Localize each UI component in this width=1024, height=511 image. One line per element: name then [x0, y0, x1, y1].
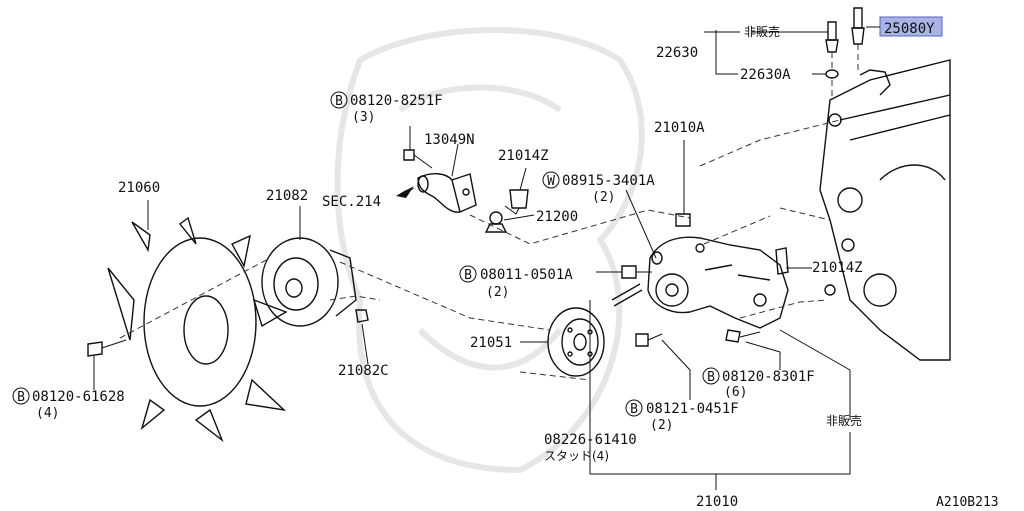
label-sec214[interactable]: SEC.214 [322, 194, 381, 210]
sensor-25080y [851, 7, 943, 70]
label-21014z-top[interactable]: 21014Z [498, 148, 549, 164]
label-not-sold-right: 非販売 [826, 413, 862, 428]
label-21082c[interactable]: 21082C [338, 363, 389, 379]
relation-lines [119, 119, 841, 381]
label-08011-0501a[interactable]: 08011-0501A [480, 267, 573, 283]
badge-b-5: B [630, 402, 638, 417]
label-08120-61628[interactable]: 08120-61628 [32, 389, 125, 405]
sensor-21014z-top [504, 189, 529, 215]
bolt-08120-8301f [725, 329, 761, 343]
water-pump-21010 [647, 236, 789, 329]
badge-b-2: B [464, 268, 472, 283]
label-stud-qty: スタッド(4) [544, 449, 609, 463]
label-08121-0451f-qty: (2) [650, 418, 673, 433]
label-08120-8301f-qty: (6) [724, 385, 747, 400]
badge-b-1: B [335, 94, 343, 109]
badge-b-4: B [707, 370, 715, 385]
label-08120-8251f-qty: (3) [352, 110, 375, 125]
engine-block [819, 59, 951, 361]
label-21060[interactable]: 21060 [118, 180, 160, 196]
bolt-08120-8251f [403, 149, 433, 169]
label-08915-3401a[interactable]: 08915-3401A [562, 173, 655, 189]
leader-lines [93, 26, 880, 490]
fan-21060 [107, 216, 288, 443]
badges [12, 91, 720, 417]
label-08915-3401a-qty: (2) [592, 190, 615, 205]
thermostat-21200 [484, 211, 508, 233]
label-08011-0501a-qty: (2) [486, 285, 509, 300]
label-21051[interactable]: 21051 [470, 335, 512, 351]
label-21014z-right[interactable]: 21014Z [812, 260, 863, 276]
label-21082[interactable]: 21082 [266, 188, 308, 204]
thermostat-housing-13049n [417, 173, 477, 213]
label-not-sold-top: 非販売 [744, 24, 780, 39]
label-13049n[interactable]: 13049N [424, 132, 475, 148]
label-25080y[interactable]: 25080Y [884, 21, 935, 37]
bolt-08121-0451f [635, 333, 663, 347]
nut-21082c [355, 309, 369, 323]
arrow-sec214 [396, 186, 416, 198]
label-08120-8251f[interactable]: 08120-8251F [350, 93, 443, 109]
bolt-08011-0501a [621, 265, 652, 279]
pulley-21051 [547, 307, 605, 377]
label-08120-8301f[interactable]: 08120-8301F [722, 369, 815, 385]
gasket-small [651, 251, 663, 265]
label-22630[interactable]: 22630 [656, 45, 698, 61]
badge-b-3: B [17, 390, 25, 405]
label-08120-61628-qty: (4) [36, 406, 59, 421]
badge-w-1: W [547, 174, 555, 189]
label-22630a[interactable]: 22630A [740, 67, 791, 83]
label-08121-0451f[interactable]: 08121-0451F [646, 401, 739, 417]
label-21200[interactable]: 21200 [536, 209, 578, 225]
sensor-22630 [825, 21, 839, 100]
figure-code: A210B213 [936, 495, 999, 510]
bolt-08120-61628 [87, 339, 127, 357]
label-21010a[interactable]: 21010A [654, 120, 705, 136]
bolt-21010a [675, 213, 691, 227]
label-08226-61410[interactable]: 08226-61410 [544, 432, 637, 448]
stud-bolts-08226-61410 [611, 283, 643, 307]
label-21010[interactable]: 21010 [696, 494, 738, 510]
sensor-21014z-right [775, 247, 789, 279]
